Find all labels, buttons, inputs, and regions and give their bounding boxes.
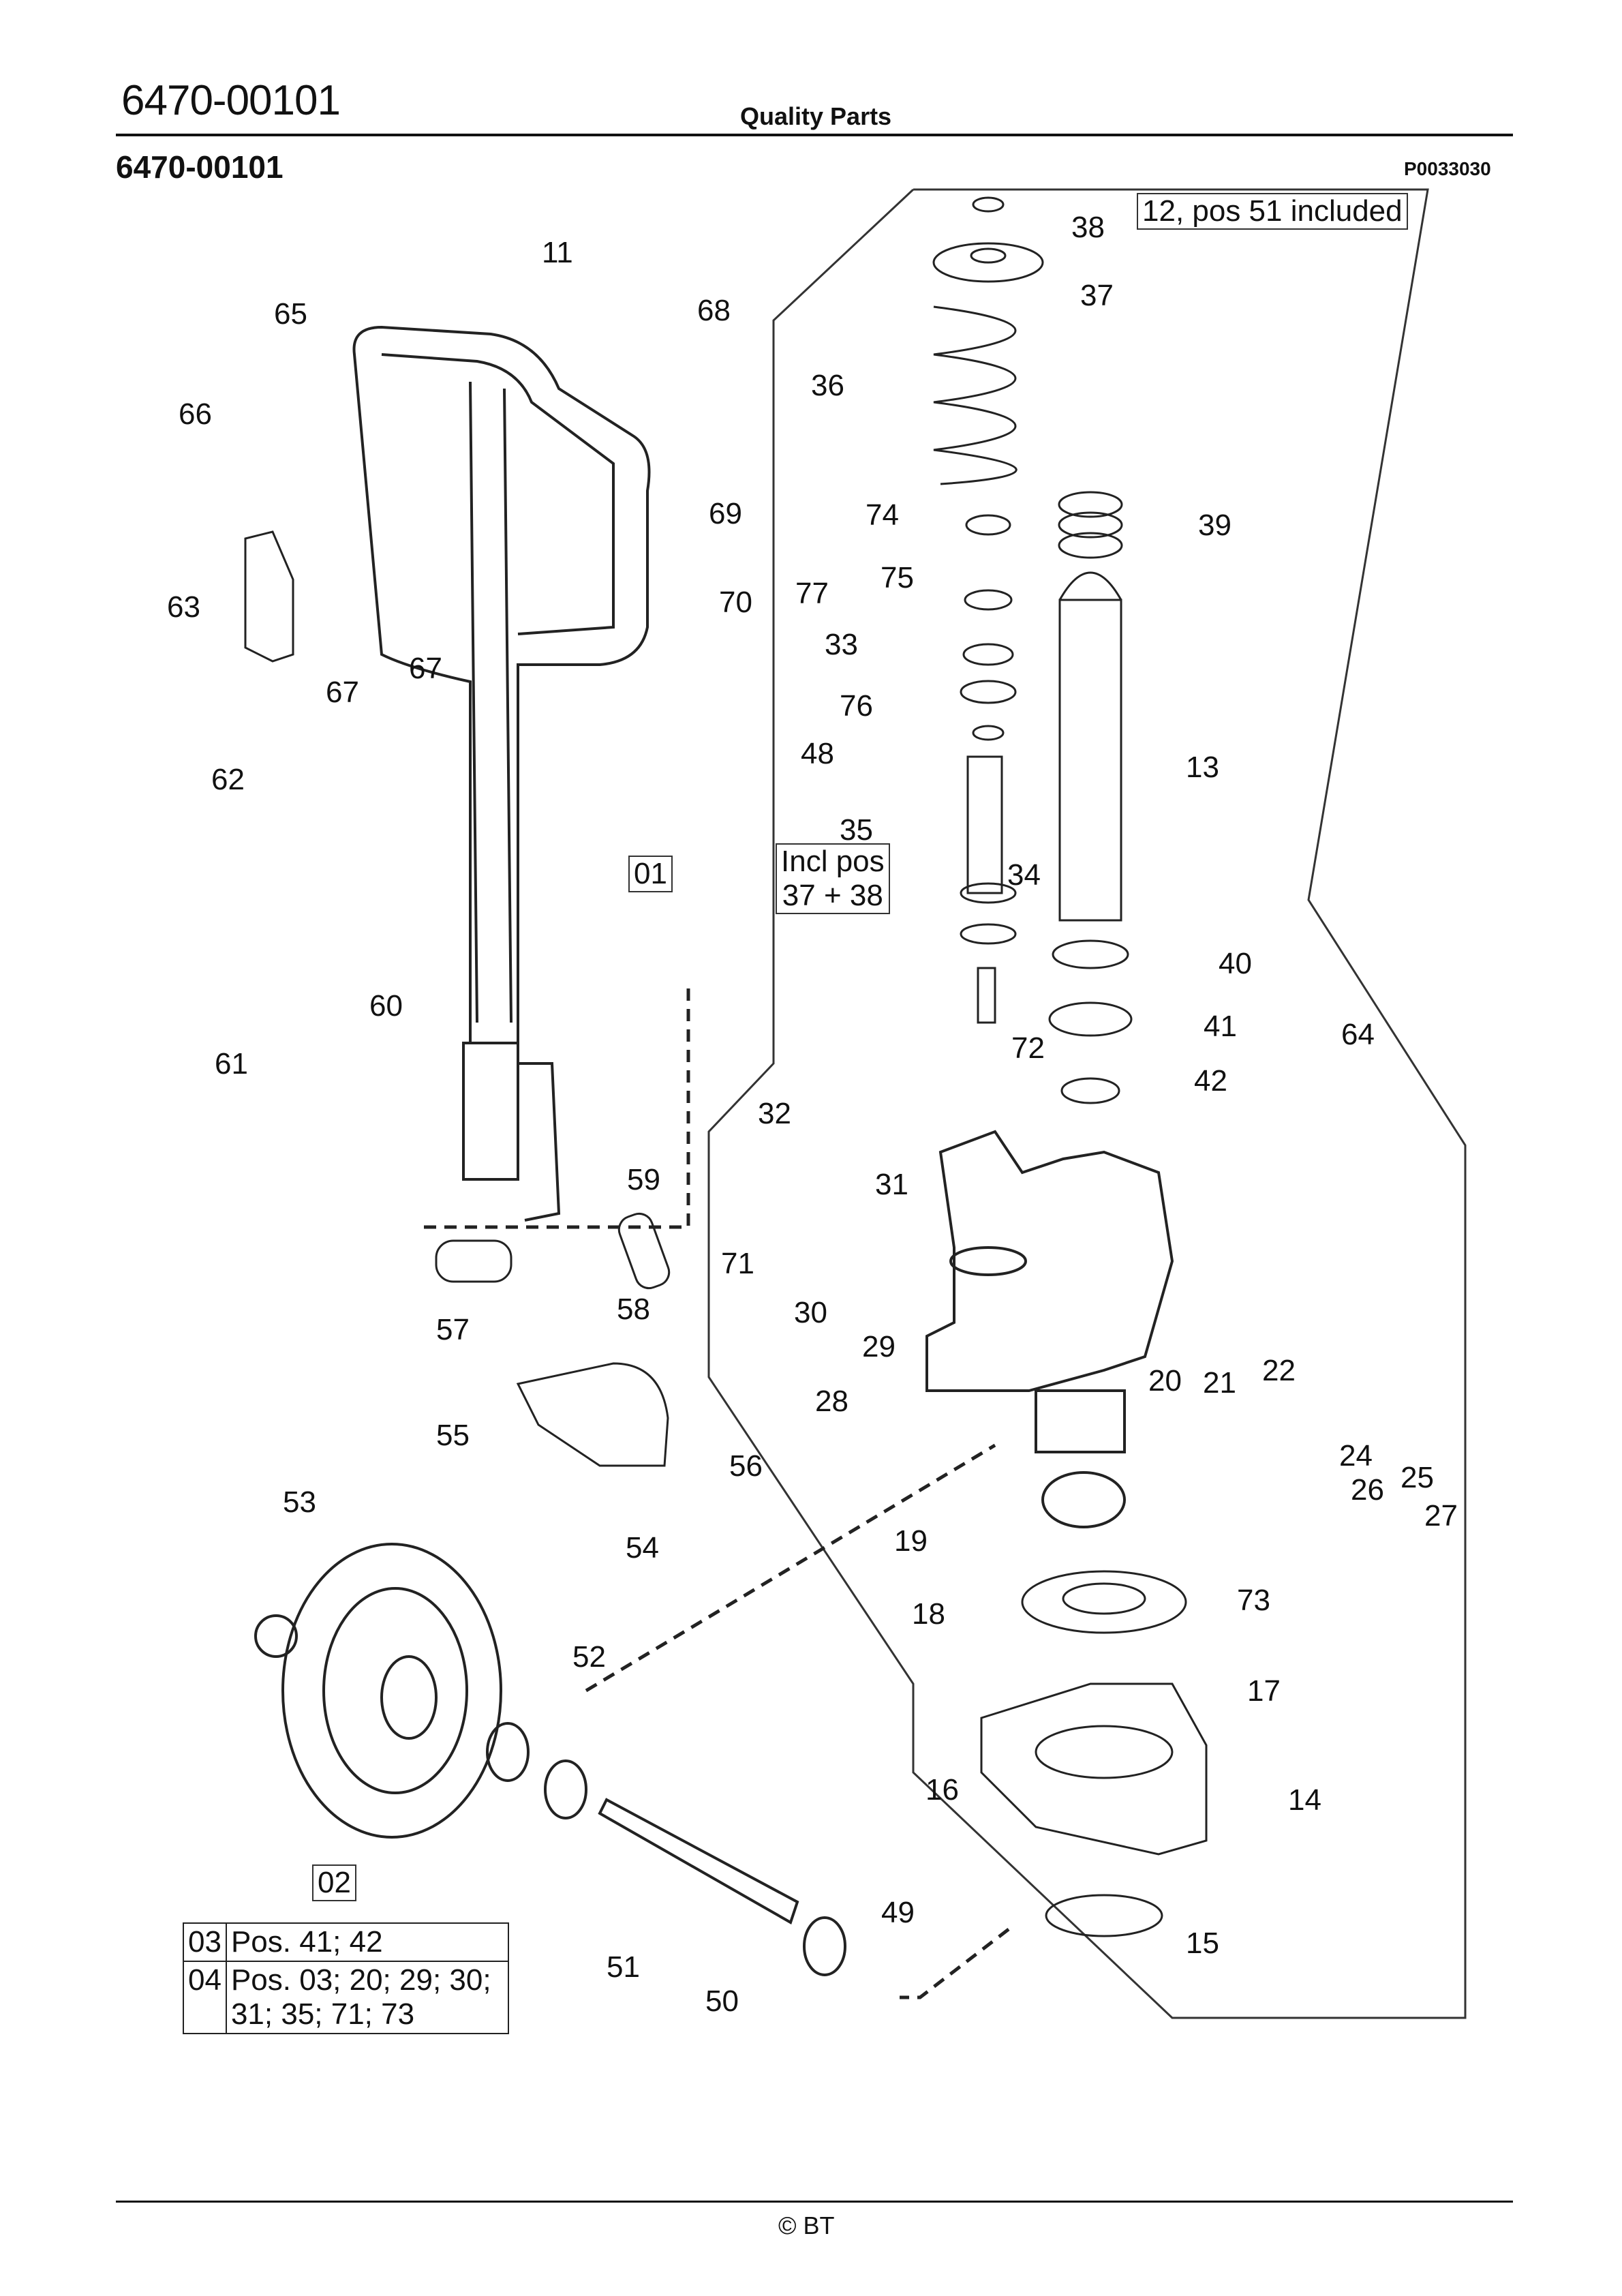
legend-text: Pos. 03; 20; 29; 30; 31; 35; 71; 73: [225, 1961, 509, 2034]
part-label: 69: [709, 497, 742, 530]
note-incl-pos: Incl pos 37 + 38: [776, 843, 890, 914]
part-label: 16: [925, 1773, 959, 1807]
part-label: 60: [369, 989, 403, 1023]
part-label: 26: [1351, 1473, 1384, 1507]
part-label: 52: [572, 1640, 606, 1674]
part-label: 64: [1341, 1018, 1375, 1051]
part-label: 56: [729, 1449, 763, 1483]
part-label: 21: [1203, 1366, 1236, 1400]
part-label: 77: [795, 577, 829, 610]
part-label: 49: [881, 1896, 915, 1929]
assembly-dashed-lines: [423, 988, 1010, 1999]
document-title: Quality Parts: [740, 102, 892, 130]
note-incl-pos-line1: Incl pos: [781, 845, 885, 878]
part-label: 76: [840, 689, 873, 723]
pump-housing: [925, 1130, 1174, 1528]
part-label: 14: [1288, 1783, 1321, 1817]
assembly-id: 6470-00101: [116, 149, 284, 185]
part-label: 61: [215, 1047, 248, 1081]
part-label: 73: [1237, 1584, 1270, 1617]
piston-assembly: [1048, 491, 1133, 1104]
part-label: 51: [607, 1950, 640, 1984]
part-label: 19: [894, 1524, 928, 1558]
part-label: 74: [866, 498, 899, 532]
part-label: 36: [811, 369, 844, 402]
part-label: 11: [542, 236, 573, 269]
part-label: 15: [1186, 1927, 1219, 1960]
part-label: 75: [881, 561, 914, 594]
pump-stack: [932, 196, 1044, 1024]
part-label: 22: [1262, 1354, 1296, 1387]
part-label: 67: [409, 652, 442, 685]
part-label: 25: [1401, 1461, 1434, 1494]
part-label: 40: [1219, 947, 1252, 980]
part-label: 62: [211, 763, 245, 796]
wheel-assembly: [254, 1543, 846, 1976]
part-label: 18: [912, 1597, 945, 1631]
part-label: 68: [697, 294, 731, 327]
subassembly-outline: [707, 188, 1467, 2019]
legend-row: 04 Pos. 03; 20; 29; 30; 31; 35; 71; 73: [183, 1961, 509, 2034]
header-divider: [116, 134, 1513, 136]
kit-box-01: 01: [628, 856, 673, 892]
part-label: 32: [758, 1097, 791, 1130]
copyright: © BT: [778, 2211, 835, 2239]
base-assembly: [980, 1570, 1208, 1937]
document-id: 6470-00101: [121, 77, 341, 124]
part-label: 58: [617, 1293, 650, 1326]
part-label: 27: [1424, 1499, 1458, 1532]
part-label: 72: [1011, 1031, 1045, 1065]
cover-plate-63: [244, 530, 294, 663]
part-label: 50: [705, 1984, 739, 2018]
part-label: 66: [179, 397, 212, 431]
legend-text: Pos. 41; 42: [225, 1922, 509, 1962]
part-label: 63: [167, 590, 200, 624]
legend-code: 03: [183, 1922, 227, 1962]
tiller-lower-parts: [435, 1212, 671, 1467]
part-label: 59: [627, 1163, 660, 1196]
drawing-reference: P0033030: [1404, 158, 1491, 179]
part-label: 39: [1198, 509, 1231, 542]
part-labels: 11 65 68 66 69 63 70 67 67 62 60 61 59 5…: [167, 211, 1458, 2018]
handle-drawing: [352, 325, 651, 1222]
kit-box-02: 02: [312, 1864, 356, 1901]
part-label: 41: [1204, 1010, 1237, 1043]
part-label: 35: [840, 813, 873, 847]
part-label: 13: [1186, 751, 1219, 784]
part-label: 28: [815, 1385, 848, 1418]
part-label: 34: [1007, 858, 1041, 892]
part-label: 70: [719, 586, 752, 619]
part-label: 53: [283, 1485, 316, 1519]
note-incl-pos-line2: 37 + 38: [782, 879, 883, 912]
legend-code: 04: [183, 1961, 227, 2034]
part-label: 42: [1194, 1064, 1227, 1098]
footer-divider: [116, 2201, 1513, 2203]
legend-row: 03 Pos. 41; 42: [183, 1922, 509, 1962]
part-label: 54: [626, 1531, 659, 1565]
part-label: 30: [794, 1296, 827, 1329]
part-label: 48: [801, 737, 834, 770]
part-label: 65: [274, 297, 307, 331]
part-label: 17: [1247, 1674, 1281, 1708]
part-label: 37: [1080, 279, 1114, 312]
part-label: 71: [721, 1247, 754, 1280]
part-label: 38: [1071, 211, 1105, 244]
part-label: 29: [862, 1330, 896, 1363]
part-label: 24: [1339, 1439, 1373, 1472]
part-label: 57: [436, 1313, 470, 1346]
note-pos-51-included: 12, pos 51 included: [1137, 193, 1408, 230]
part-label: 33: [825, 628, 858, 661]
part-label: 31: [875, 1168, 908, 1201]
kit-legend-table: 03 Pos. 41; 42 04 Pos. 03; 20; 29; 30; 3…: [183, 1922, 509, 2034]
part-label: 20: [1148, 1364, 1182, 1398]
part-label: 67: [326, 676, 359, 709]
part-label: 55: [436, 1419, 470, 1452]
